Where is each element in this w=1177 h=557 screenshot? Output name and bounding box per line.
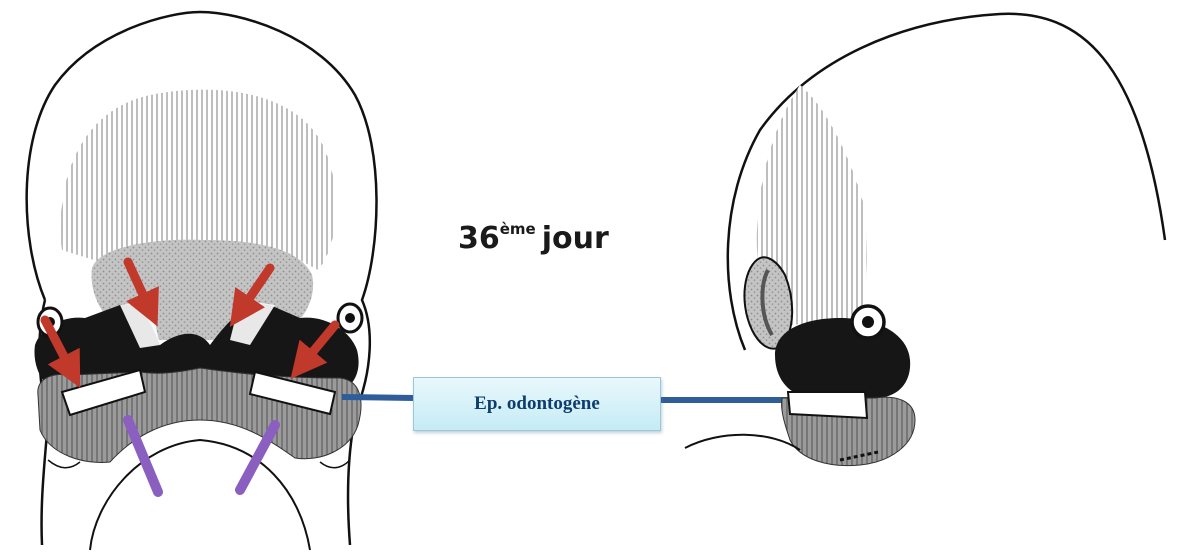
callout-label: Ep. odontogène <box>474 393 600 415</box>
lateral-maxillary-process <box>775 318 910 398</box>
frontal-view <box>27 12 377 550</box>
lateral-chest-outline <box>685 435 800 450</box>
lateral-dental-lamina <box>788 392 867 418</box>
stage-day-number: 36 <box>458 221 500 256</box>
stage-day-suffix: ème <box>500 220 536 238</box>
odontogenic-epithelium-callout: Ep. odontogène <box>413 377 661 431</box>
connector-left <box>342 397 414 398</box>
stage-day-word: jour <box>542 221 609 256</box>
